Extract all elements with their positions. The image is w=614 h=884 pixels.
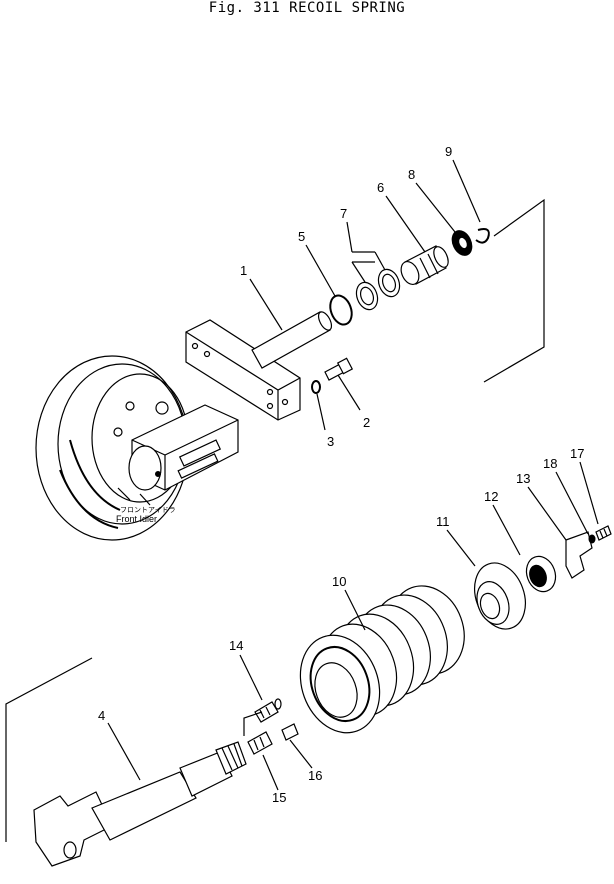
callout-16: 16	[308, 768, 322, 783]
callout-6: 6	[377, 180, 384, 195]
front-idler-label-japanese: フロントアイドラ	[120, 506, 176, 514]
callout-9: 9	[445, 144, 452, 159]
callout-numbers: 1 2 3 4 5 6 7 8 9 10 11 12 13 14 15 16 1…	[98, 144, 584, 805]
leader-lines	[107, 159, 599, 791]
lower-group-bracket	[5, 657, 93, 842]
callout-7: 7	[340, 206, 347, 221]
grease-fitting-part-14	[254, 698, 282, 723]
callout-1: 1	[240, 263, 247, 278]
fitting-group-bracket	[243, 711, 263, 736]
o-ring-part-5	[329, 294, 353, 326]
callout-17: 17	[570, 446, 584, 461]
yoke-bracket	[185, 311, 333, 421]
callout-14: 14	[229, 638, 243, 653]
bearing-part-8	[451, 230, 473, 256]
lock-plate-part-13	[565, 531, 593, 579]
callout-5: 5	[298, 229, 305, 244]
recoil-spring-part-10	[299, 585, 465, 734]
callout-18: 18	[543, 456, 557, 471]
rod-part-4	[33, 741, 247, 867]
bolt-part-17	[595, 525, 612, 541]
callout-8: 8	[408, 167, 415, 182]
bolt-and-washer	[311, 357, 354, 394]
plug-part-16	[281, 723, 299, 741]
callout-10: 10	[332, 574, 346, 589]
snap-ring-part-9	[475, 228, 490, 244]
fitting-part-15	[247, 731, 273, 755]
callout-4: 4	[98, 708, 105, 723]
washer-part-18	[588, 534, 596, 544]
figure-title: Fig. 311 RECOIL SPRING	[208, 0, 406, 16]
callout-13: 13	[516, 471, 530, 486]
callout-15: 15	[272, 790, 286, 805]
piston-part-6	[400, 245, 449, 285]
front-idler	[35, 355, 239, 541]
callout-11: 11	[436, 514, 450, 529]
upper-group-bracket	[483, 198, 545, 383]
callout-2: 2	[363, 415, 370, 430]
callout-3: 3	[327, 434, 334, 449]
callout-12: 12	[484, 489, 498, 504]
front-idler-label-english: Front Idler	[116, 514, 157, 524]
spring-seat-part-11	[474, 562, 526, 630]
nut-part-12	[525, 555, 557, 593]
rings-part-7	[355, 268, 401, 311]
